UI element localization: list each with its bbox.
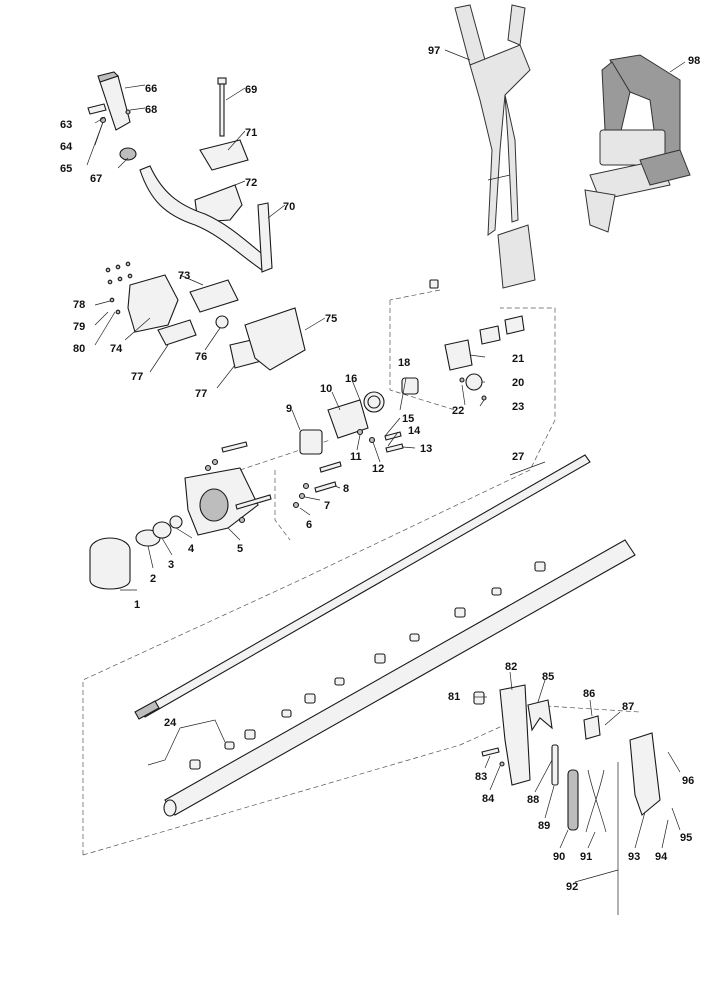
callout-91: 91 bbox=[580, 851, 592, 863]
callout-70: 70 bbox=[283, 201, 295, 213]
callout-64: 64 bbox=[60, 141, 73, 153]
callout-15: 15 bbox=[402, 413, 414, 425]
callout-92: 92 bbox=[566, 881, 578, 893]
callout-94: 94 bbox=[655, 851, 668, 863]
callout-79: 79 bbox=[73, 321, 85, 333]
callout-77a: 77 bbox=[131, 371, 143, 383]
callout-81: 81 bbox=[448, 691, 460, 703]
callout-68: 68 bbox=[145, 104, 157, 116]
callout-77b: 77 bbox=[195, 388, 207, 400]
callout-16: 16 bbox=[345, 373, 357, 385]
drive-shaft bbox=[134, 454, 591, 720]
callout-14: 14 bbox=[408, 425, 421, 437]
callout-18: 18 bbox=[398, 357, 410, 369]
callout-90: 90 bbox=[553, 851, 565, 863]
callout-10: 10 bbox=[320, 383, 332, 395]
callout-85: 85 bbox=[542, 671, 554, 683]
callout-69: 69 bbox=[245, 84, 257, 96]
callout-3: 3 bbox=[168, 559, 174, 571]
callout-9: 9 bbox=[286, 403, 292, 415]
callout-96: 96 bbox=[682, 775, 694, 787]
handle-clamp bbox=[194, 77, 249, 223]
callout-8: 8 bbox=[343, 483, 349, 495]
callout-95: 95 bbox=[680, 832, 692, 844]
callout-71: 71 bbox=[245, 127, 257, 139]
shaft-tube bbox=[163, 539, 636, 817]
callout-24: 24 bbox=[164, 717, 177, 729]
callout-72: 72 bbox=[245, 177, 257, 189]
callout-80: 80 bbox=[73, 343, 85, 355]
callout-98: 98 bbox=[688, 55, 700, 67]
callout-2: 2 bbox=[150, 573, 156, 585]
handle-grip bbox=[87, 71, 137, 161]
callout-75: 75 bbox=[325, 313, 337, 325]
leader-lines bbox=[86, 49, 686, 883]
callout-74: 74 bbox=[110, 343, 123, 355]
callout-labels: 1 2 3 4 5 6 7 8 9 10 11 12 13 14 15 16 1… bbox=[60, 45, 700, 893]
callout-66: 66 bbox=[145, 83, 157, 95]
callout-67: 67 bbox=[90, 173, 102, 185]
callout-11: 11 bbox=[350, 451, 362, 463]
callout-76: 76 bbox=[195, 351, 207, 363]
shoulder-strap bbox=[454, 4, 536, 289]
bushings bbox=[189, 561, 546, 770]
callout-88: 88 bbox=[527, 794, 539, 806]
callout-22: 22 bbox=[452, 405, 464, 417]
callout-93: 93 bbox=[628, 851, 640, 863]
callout-87: 87 bbox=[622, 701, 634, 713]
shaft-fittings bbox=[299, 279, 525, 455]
callout-20: 20 bbox=[512, 377, 524, 389]
callout-4: 4 bbox=[188, 543, 195, 555]
callout-1: 1 bbox=[134, 599, 140, 611]
callout-78: 78 bbox=[73, 299, 85, 311]
callout-73: 73 bbox=[178, 270, 190, 282]
gear-housing bbox=[89, 441, 342, 590]
callout-83: 83 bbox=[475, 771, 487, 783]
callout-65: 65 bbox=[60, 163, 72, 175]
callout-23: 23 bbox=[512, 401, 524, 413]
callout-89: 89 bbox=[538, 820, 550, 832]
handle-mount bbox=[105, 261, 306, 371]
callout-12: 12 bbox=[372, 463, 384, 475]
throttle-handle bbox=[473, 684, 661, 915]
harness bbox=[584, 54, 691, 233]
callout-82: 82 bbox=[505, 661, 517, 673]
callout-13: 13 bbox=[420, 443, 432, 455]
callout-63: 63 bbox=[60, 119, 72, 131]
callout-21: 21 bbox=[512, 353, 524, 365]
callout-5: 5 bbox=[237, 543, 243, 555]
loop-handle bbox=[139, 165, 273, 273]
callout-6: 6 bbox=[306, 519, 312, 531]
callout-27: 27 bbox=[512, 451, 524, 463]
callout-7: 7 bbox=[324, 500, 330, 512]
small-screws bbox=[105, 261, 133, 315]
callout-84: 84 bbox=[482, 793, 495, 805]
callout-97: 97 bbox=[428, 45, 440, 57]
callout-86: 86 bbox=[583, 688, 595, 700]
